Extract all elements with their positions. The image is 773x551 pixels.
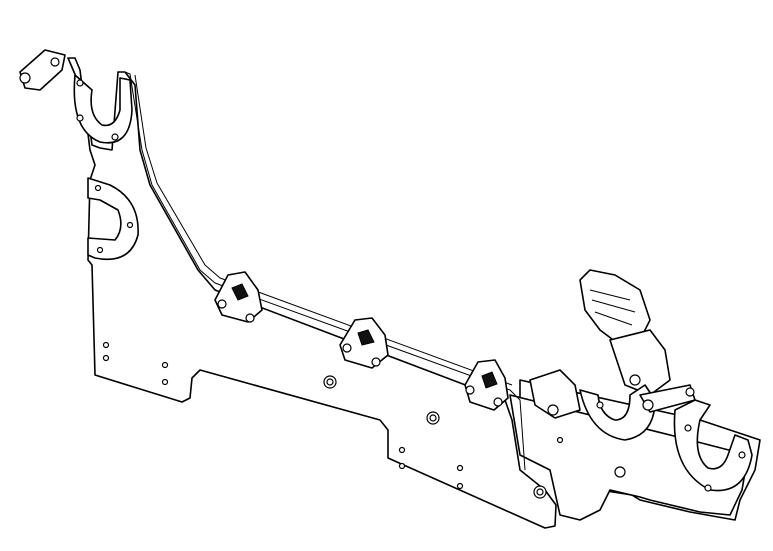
top-hook xyxy=(19,49,133,144)
middle-hook xyxy=(87,177,139,260)
rail-brackets xyxy=(214,271,509,411)
main-plate xyxy=(67,57,557,529)
rear-plate-right xyxy=(509,379,761,521)
plate-holes xyxy=(102,341,626,499)
right-clamp-assembly xyxy=(529,269,753,492)
